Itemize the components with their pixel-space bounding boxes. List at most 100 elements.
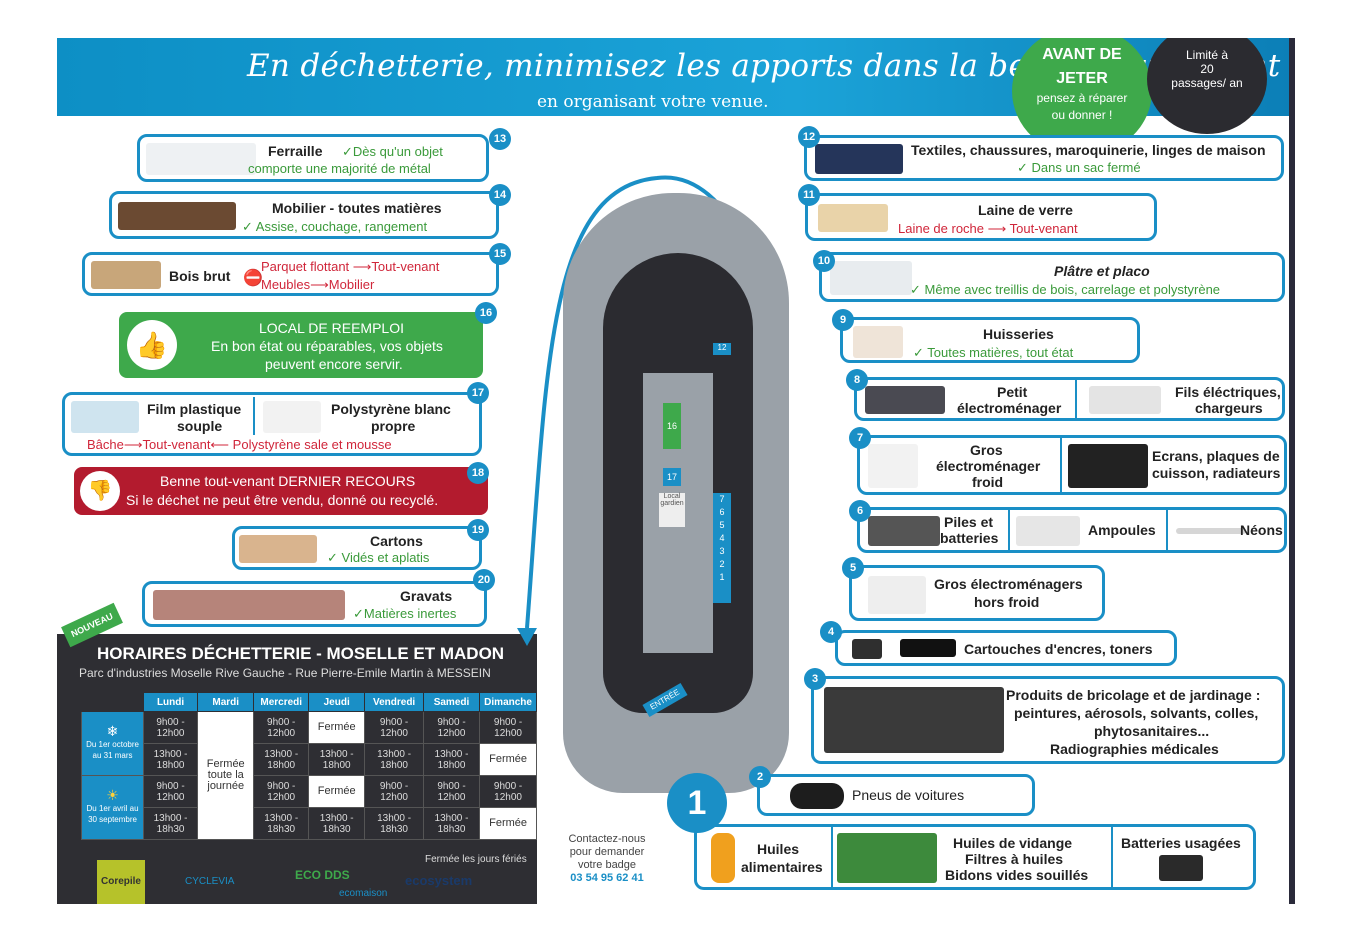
cables-title: Fils éléctriques, bbox=[1175, 384, 1281, 400]
card-pneus: Pneus de voitures bbox=[757, 774, 1035, 816]
card-gros-froid: Gros électroménager froid Ecrans, plaque… bbox=[857, 435, 1287, 495]
badge-3: 3 bbox=[804, 668, 826, 690]
card-cartouches: Cartouches d'encres, toners bbox=[835, 630, 1177, 666]
film-title: Film plastique bbox=[147, 401, 242, 417]
vidange-title3: Bidons vides souillés bbox=[945, 867, 1089, 883]
winter-label-text: Du 1er octobre au 31 mars bbox=[86, 740, 139, 760]
huiles-alim-title: Huiles bbox=[757, 841, 800, 857]
badge-4: 4 bbox=[820, 621, 842, 643]
dimanche-am-w: 9h00 - 12h00 bbox=[479, 711, 537, 744]
card-ferraille: Ferraille ✓Dès qu'un objet comporte une … bbox=[137, 134, 489, 182]
day-vendredi: Vendredi bbox=[364, 692, 424, 712]
divider bbox=[1166, 510, 1168, 550]
jeudi-pm-w: 13h00 - 18h00 bbox=[308, 743, 366, 776]
batteries-title: Batteries usagées bbox=[1121, 835, 1241, 851]
badge-14: 14 bbox=[489, 184, 511, 206]
vidange-title2: Filtres à huiles bbox=[965, 851, 1064, 867]
hours-panel: NOUVEAU HORAIRES DÉCHETTERIE - MOSELLE E… bbox=[57, 602, 537, 904]
card-piles-ampoules-neons: Piles et batteries Ampoules Néons bbox=[857, 507, 1287, 553]
nouveau-badge: NOUVEAU bbox=[61, 602, 123, 648]
card-huiles-batteries: Huiles alimentaires Huiles de vidange Fi… bbox=[694, 824, 1256, 890]
ferraille-title: Ferraille bbox=[268, 143, 323, 159]
day-dimanche: Dimanche bbox=[479, 692, 537, 712]
thumbs-down-icon: 👎 bbox=[80, 471, 120, 511]
card-textiles: Textiles, chaussures, maroquinerie, ling… bbox=[804, 135, 1284, 181]
gros-froid-title3: froid bbox=[972, 474, 1004, 490]
card-mobilier: Mobilier - toutes matières ✓ Assise, cou… bbox=[109, 191, 499, 239]
map-road-left bbox=[603, 353, 643, 673]
card-reemploi: 👍 LOCAL DE REEMPLOI En bon état ou répar… bbox=[119, 312, 483, 378]
ferraille-image bbox=[146, 143, 256, 175]
badge-5: 5 bbox=[842, 557, 864, 579]
ecrans-title2: cuisson, radiateurs bbox=[1152, 465, 1281, 481]
batterie-image bbox=[1159, 855, 1203, 881]
huile-alimentaire-image bbox=[711, 833, 735, 883]
reemploi-line2: En bon état ou réparables, vos objets bbox=[211, 338, 443, 354]
limite-line3: passages/ an bbox=[1171, 76, 1243, 90]
lundi-am-w: 9h00 - 12h00 bbox=[143, 711, 199, 744]
map-spot-17: 17 bbox=[663, 468, 681, 486]
badge-7: 7 bbox=[849, 427, 871, 449]
gravats-image bbox=[153, 590, 345, 620]
jeudi-am-closed-s: Fermée bbox=[308, 775, 366, 808]
gros-hors-froid-title: Gros électroménagers bbox=[934, 576, 1083, 592]
lundi-pm-w: 13h00 - 18h00 bbox=[143, 743, 199, 776]
ferraille-ok: ✓Dès qu'un objet bbox=[342, 144, 443, 159]
tout-venant-title: Benne tout-venant DERNIER RECOURS bbox=[160, 473, 416, 489]
day-jeudi: Jeudi bbox=[308, 692, 366, 712]
divider bbox=[1111, 827, 1113, 887]
badge-10: 10 bbox=[813, 250, 835, 272]
laine-no: Laine de roche ⟶ Tout-venant bbox=[898, 221, 1078, 236]
mobilier-image bbox=[118, 202, 236, 230]
piles-image bbox=[868, 516, 940, 546]
badge-15: 15 bbox=[489, 243, 511, 265]
vendredi-am-s: 9h00 - 12h00 bbox=[364, 775, 424, 808]
cartons-title: Cartons bbox=[370, 533, 423, 549]
cables-title2: chargeurs bbox=[1195, 400, 1263, 416]
samedi-am-s: 9h00 - 12h00 bbox=[422, 775, 481, 808]
badge-2: 2 bbox=[749, 766, 771, 788]
card-tout-venant: 👎 Benne tout-venant DERNIER RECOURS Si l… bbox=[74, 467, 488, 515]
tout-venant-line2: Si le déchet ne peut être vendu, donné o… bbox=[126, 492, 439, 508]
vidange-title: Huiles de vidange bbox=[953, 835, 1073, 851]
map-spot-16: 16 bbox=[663, 403, 681, 449]
neon-image bbox=[1176, 528, 1246, 534]
limite-line2: 20 bbox=[1200, 62, 1214, 76]
gravats-title: Gravats bbox=[400, 588, 453, 604]
jeudi-am-closed: Fermée bbox=[308, 711, 366, 744]
huiles-vidange-image bbox=[837, 833, 937, 883]
polystyrene-image bbox=[263, 401, 321, 433]
toner-image bbox=[900, 639, 956, 657]
samedi-am-w: 9h00 - 12h00 bbox=[422, 711, 481, 744]
cartons-ok: ✓ Vidés et aplatis bbox=[327, 550, 430, 565]
logo-ecomaison: ecomaison bbox=[339, 888, 388, 899]
lave-linge-image bbox=[868, 576, 926, 614]
sun-icon: ☀ bbox=[106, 787, 119, 803]
vendredi-am-w: 9h00 - 12h00 bbox=[364, 711, 424, 744]
map-spot-12: 12 bbox=[713, 343, 731, 355]
contact-line3: votre badge bbox=[577, 859, 637, 871]
bois-image bbox=[91, 261, 161, 289]
winter-label: ❄Du 1er octobre au 31 mars bbox=[80, 711, 145, 776]
huisseries-ok: ✓ Toutes matières, tout état bbox=[913, 345, 1074, 360]
polystyrene-title: Polystyrène blanc bbox=[331, 401, 451, 417]
ampoules-title: Ampoules bbox=[1088, 522, 1156, 538]
logo-cyclevia: CYCLEVIA bbox=[185, 876, 235, 887]
hours-table: Lundi Mardi Mercredi Jeudi Vendredi Same… bbox=[80, 692, 537, 840]
produits-title: Produits de bricolage et de jardinage : bbox=[1006, 687, 1261, 703]
avant-line1: AVANT DE bbox=[1042, 46, 1122, 63]
hours-title: HORAIRES DÉCHETTERIE - MOSELLE ET MADON bbox=[97, 644, 505, 663]
limite-badge: Limité à 20 passages/ an bbox=[1147, 38, 1267, 134]
laine-title: Laine de verre bbox=[978, 202, 1073, 218]
mobilier-title: Mobilier - toutes matières bbox=[272, 200, 442, 216]
platre-ok: ✓ Même avec treillis de bois, carrelage … bbox=[910, 282, 1221, 297]
badge-1: 1 bbox=[667, 773, 727, 833]
film-title2: souple bbox=[177, 418, 223, 434]
ecrans-image bbox=[1068, 444, 1148, 488]
day-mardi: Mardi bbox=[197, 692, 255, 712]
produits-title3: phytosanitaires... bbox=[1094, 723, 1210, 739]
badge-20: 20 bbox=[473, 569, 495, 591]
logo-ecosystem: ecosystem bbox=[405, 873, 473, 888]
card-film-polystyrene: Film plastique souple Polystyrène blanc … bbox=[62, 392, 482, 456]
divider bbox=[1075, 380, 1077, 418]
